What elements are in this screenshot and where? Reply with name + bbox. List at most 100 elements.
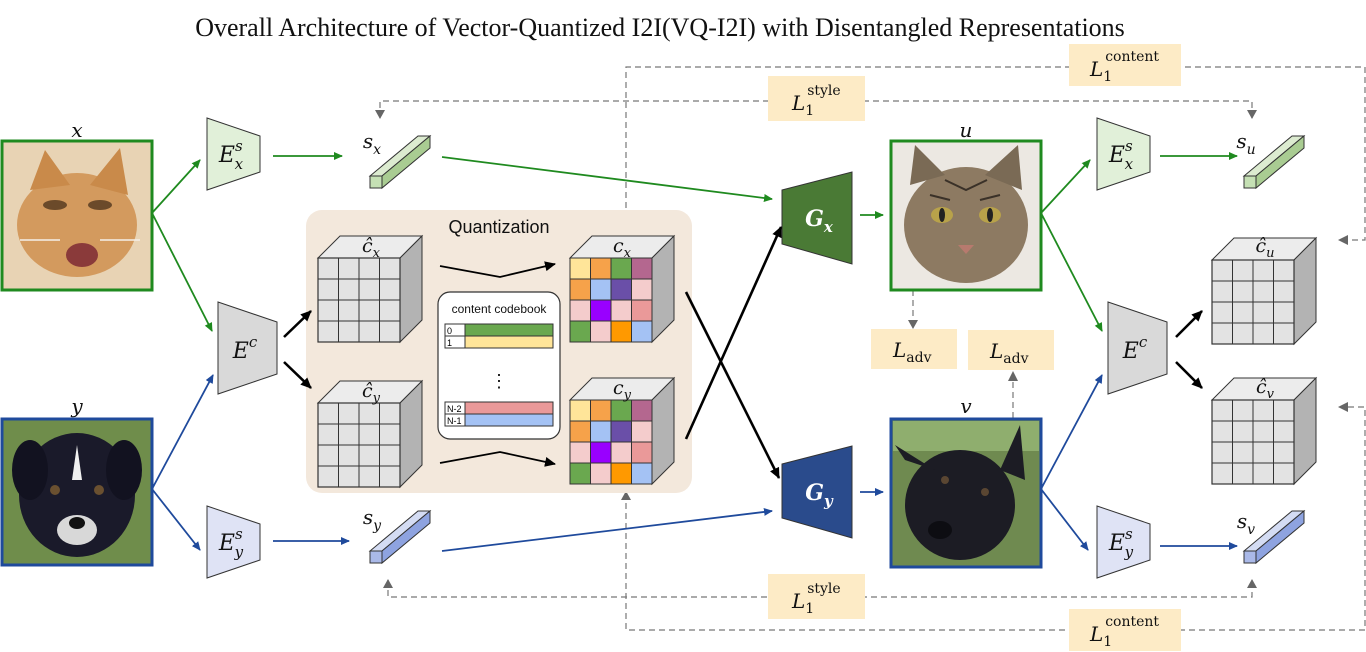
style-code-x-label: sx — [363, 129, 381, 158]
content-code-y-grid — [569, 399, 653, 485]
code-cell — [590, 441, 612, 464]
loss-style-bottom: L1style — [768, 574, 865, 619]
svg-text:Gy: Gy — [805, 480, 834, 510]
code-cell — [610, 462, 632, 485]
svg-text:Ec: Ec — [1122, 333, 1148, 364]
svg-text:Ec: Ec — [232, 333, 258, 364]
generator-y: Gy — [781, 445, 853, 539]
code-cell — [610, 399, 632, 422]
codebook-rows: 01N-2N-1 — [444, 323, 554, 427]
quantization-label: Quantization — [448, 217, 549, 237]
svg-text:Esy: Esy — [1108, 525, 1134, 561]
content-code-x-label: cx — [613, 235, 632, 261]
code-cell — [590, 299, 612, 322]
loss-arrowheads — [375, 110, 1348, 588]
codebook-index-label: 1 — [447, 338, 452, 348]
content-hat-v-label: ĉv — [1256, 376, 1275, 402]
content-encoder-right: Ec — [1107, 301, 1168, 395]
diagram-title: Overall Architecture of Vector-Quantized… — [195, 13, 1125, 42]
content-code-y-label: cy — [613, 377, 632, 403]
codebook-index-label: N-1 — [447, 416, 462, 426]
loss-adv-u: Ladv — [871, 329, 957, 369]
svg-text:L1style: L1style — [791, 581, 841, 617]
style-code-x-bar — [368, 134, 432, 190]
code-cell — [610, 299, 632, 322]
content-hat-u-label: ĉu — [1255, 235, 1274, 261]
content-code-y-cube — [569, 377, 675, 485]
green-arrows — [151, 152, 1238, 332]
svg-text:L1content: L1content — [1089, 49, 1159, 85]
code-cell — [590, 399, 612, 422]
code-cell — [610, 257, 632, 280]
style-code-u-bar — [1242, 134, 1306, 190]
svg-text:Ladv: Ladv — [989, 339, 1029, 367]
style-code-y-label: sy — [363, 505, 382, 534]
content-hat-y-label: ĉy — [362, 380, 381, 406]
svg-text:Esy: Esy — [218, 525, 244, 561]
codebook-entry — [464, 401, 554, 415]
content-hat-x-label: ĉx — [362, 235, 381, 261]
code-cell — [631, 320, 653, 343]
code-cell — [569, 420, 591, 443]
generator-x: Gx — [781, 171, 853, 265]
loss-content-top: L1content — [1069, 44, 1181, 86]
code-cell — [569, 462, 591, 485]
black-arrows — [283, 226, 1203, 479]
code-cell — [631, 399, 653, 422]
style-code-u-label: su — [1236, 129, 1255, 158]
svg-text:L1content: L1content — [1089, 614, 1159, 650]
code-cell — [569, 320, 591, 343]
quantize-arrow-x — [439, 261, 556, 278]
codebook-ellipsis: ⋮ — [490, 371, 508, 391]
codebook-index-label: 0 — [447, 326, 452, 336]
code-cell — [610, 441, 632, 464]
content-code-x-cube — [569, 235, 675, 343]
code-cell — [631, 278, 653, 301]
loss-style-top: L1style — [768, 76, 865, 121]
quantize-arrow-y — [439, 451, 556, 467]
blue-arrows — [151, 374, 1238, 552]
codebook-entry — [464, 335, 554, 349]
code-cell — [569, 441, 591, 464]
code-cell — [631, 299, 653, 322]
style-code-y-bar — [368, 509, 432, 565]
output-v-label: v — [960, 394, 972, 418]
output-u-label: u — [960, 118, 973, 142]
svg-text:Esx: Esx — [1108, 137, 1134, 173]
code-cell — [631, 257, 653, 280]
svg-text:Ladv: Ladv — [892, 338, 932, 366]
codebook-title: content codebook — [452, 302, 548, 316]
code-cell — [631, 462, 653, 485]
code-cell — [631, 420, 653, 443]
style-code-v-bar — [1242, 509, 1306, 565]
code-cell — [590, 278, 612, 301]
content-encoder-left: Ec — [217, 301, 278, 395]
codebook-entry — [464, 323, 554, 337]
code-cell — [590, 257, 612, 280]
code-cell — [610, 320, 632, 343]
code-cell — [590, 462, 612, 485]
style-code-v-label: sv — [1237, 509, 1255, 538]
code-cell — [590, 420, 612, 443]
code-cell — [590, 320, 612, 343]
svg-text:L1style: L1style — [791, 83, 841, 119]
loss-content-bottom: L1content — [1069, 609, 1181, 651]
code-cell — [610, 278, 632, 301]
input-image-y — [0, 417, 154, 567]
input-x-label: x — [71, 118, 82, 142]
code-cell — [569, 257, 591, 280]
codebook-entry — [464, 413, 554, 427]
input-image-x — [0, 139, 154, 292]
content-code-x-grid — [569, 257, 653, 343]
output-image-u — [889, 139, 1043, 292]
output-image-v — [889, 417, 1043, 569]
content-loss-line-bottom — [625, 406, 1366, 631]
code-cell — [569, 299, 591, 322]
code-cell — [569, 399, 591, 422]
code-cell — [610, 420, 632, 443]
svg-text:Gx: Gx — [805, 206, 834, 236]
